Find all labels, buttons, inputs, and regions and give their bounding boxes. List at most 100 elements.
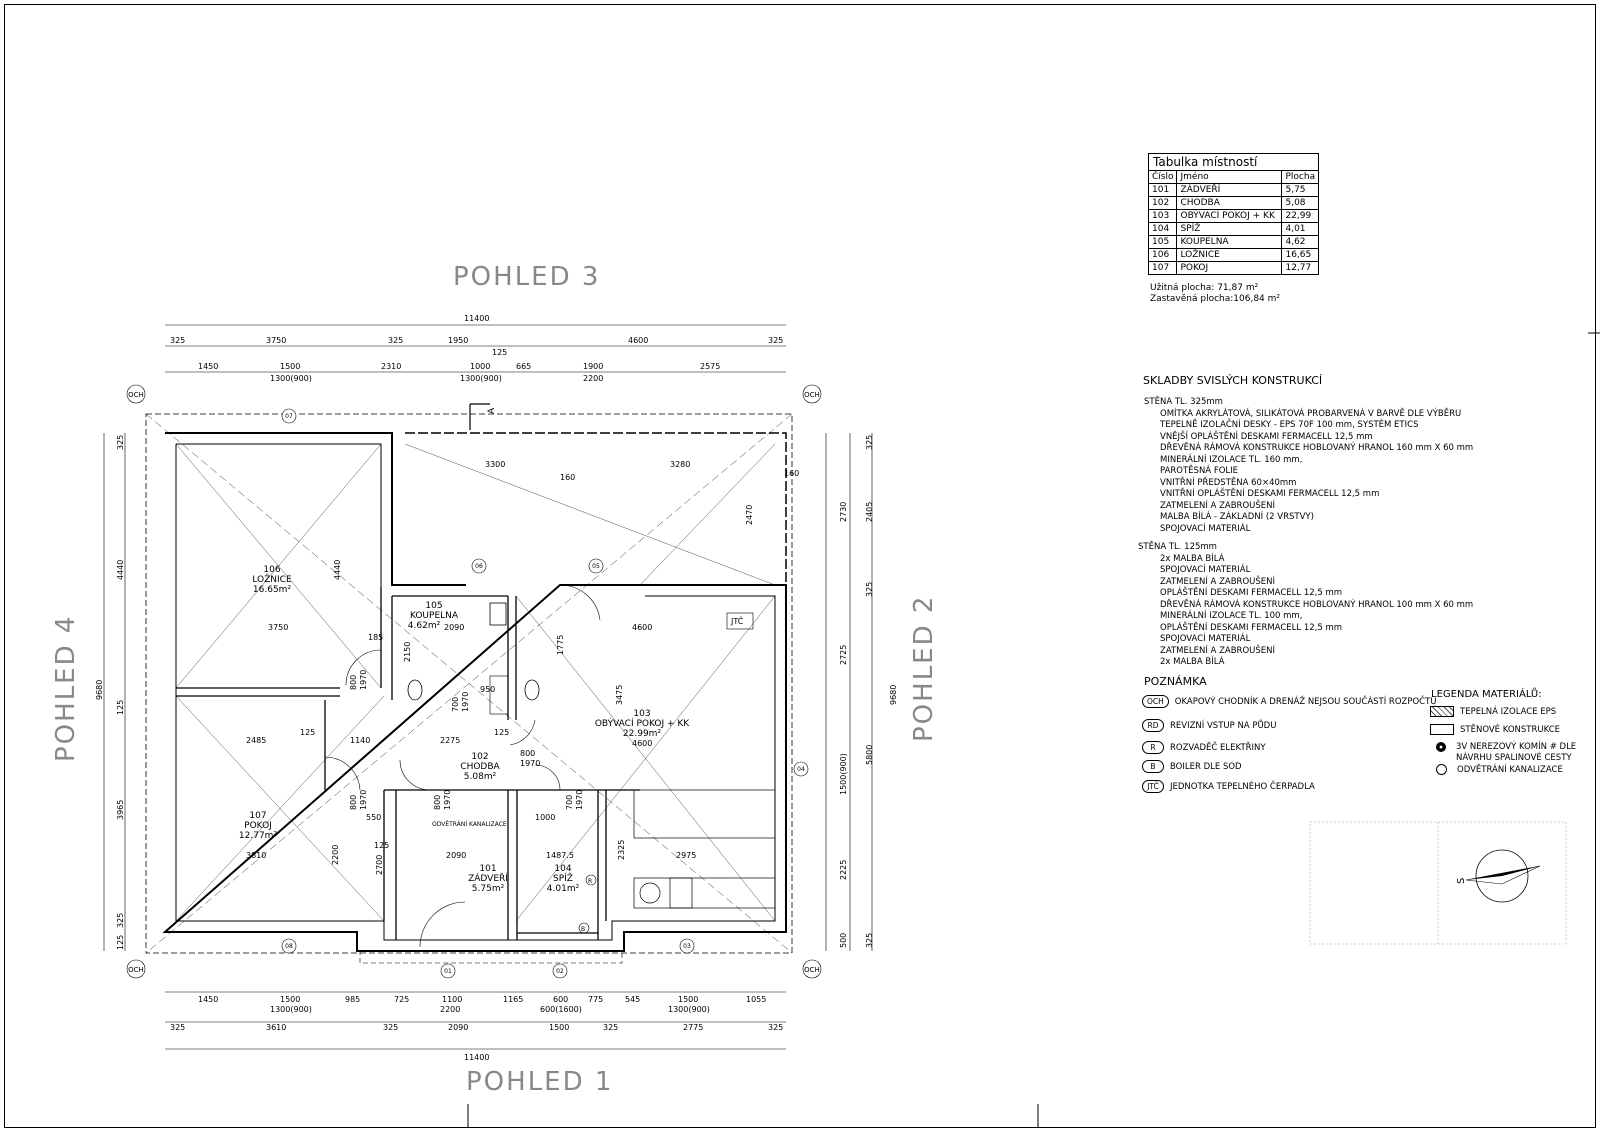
window-axis-labels: 07 06 05 04 03 02 01 08 <box>281 408 809 979</box>
note-text: ROZVADĚČ ELEKTŘINY <box>1170 742 1266 753</box>
wall1-layer: OMÍTKA AKRYLÁTOVÁ, SILIKÁTOVÁ PROBARVENÁ… <box>1160 408 1462 419</box>
dim-bottom-r2-5: 1500 <box>549 1023 569 1032</box>
dim-inner-13: 1775 <box>556 635 565 655</box>
door-dim-5b: 1970 <box>520 759 540 768</box>
door-dim-6: 700 <box>565 795 574 810</box>
wall2-title: STĚNA TL. 125mm <box>1138 542 1217 552</box>
section-mark-a: A <box>487 407 497 414</box>
dim-inner-23: 125 <box>374 841 389 850</box>
dim-inner-14: 4600 <box>632 739 652 748</box>
chimney-icon <box>1436 742 1446 752</box>
dim-inner-12: 3475 <box>615 685 624 705</box>
svg-text:S: S <box>1456 878 1467 884</box>
room-102-area: 5.08m² <box>464 772 497 782</box>
exterior-walls <box>162 432 787 952</box>
dimension-texts: 11400 325 3750 325 1950 125 4600 325 145… <box>95 314 898 1062</box>
dim-left-3: 125 <box>116 700 125 715</box>
table-cell: 16,65 <box>1281 248 1320 262</box>
table-cell: 5,08 <box>1281 196 1320 210</box>
room-diagonals <box>175 443 776 922</box>
note-text: BOILER DLE SOD <box>1170 761 1242 772</box>
door-dim-1b: 1970 <box>359 670 368 690</box>
table-cell: 102 <box>1147 196 1178 210</box>
toilet-icon <box>407 679 423 701</box>
wall2-layer: ZATMELENÍ A ZABROUŠENÍ <box>1160 645 1275 656</box>
wall1-layer: ZATMELENÍ A ZABROUŠENÍ <box>1160 500 1275 511</box>
wall2-layer: OPLÁŠTĚNÍ DESKAMI FERMACELL 12,5 mm <box>1160 622 1343 633</box>
vent-icon <box>1436 764 1447 775</box>
dim-bottom-r2-7: 2775 <box>683 1023 703 1032</box>
hob-icon <box>639 882 661 904</box>
note-symbol: RD <box>1142 719 1164 732</box>
dim-bottom-2: 1500 <box>280 995 300 1004</box>
table-cell: 4,62 <box>1281 235 1320 249</box>
dim-inner-6: 4440 <box>333 560 342 580</box>
door-dim-6b: 1970 <box>575 790 584 810</box>
door-dim-2: 800 <box>349 795 358 810</box>
room-101-name: ZÁDVEŘÍ <box>468 872 508 884</box>
dim-inner-2: 3280 <box>670 460 690 469</box>
dim-left-1: 325 <box>116 435 125 450</box>
dim-inner-26: 1000 <box>535 813 555 822</box>
legend-text: STĚNOVÉ KONSTRUKCE <box>1460 724 1561 735</box>
dim-inner-22: 3810 <box>246 851 266 860</box>
dim-right-7: 5800 <box>865 745 874 765</box>
dim-left-total: 9680 <box>95 680 104 700</box>
dim-bottom-6: 1165 <box>503 995 523 1004</box>
wall1-layer: PAROTĚSNÁ FOLIE <box>1160 466 1239 476</box>
note-symbol: R <box>1142 741 1164 754</box>
note-text: REVIZNÍ VSTUP NA PŮDU <box>1170 720 1277 731</box>
legend-item: TEPELNÁ IZOLACE EPS <box>1430 706 1556 717</box>
vent-label: ODVĚTRÁNÍ KANALIZACE <box>432 820 507 828</box>
toilet-icon-2 <box>524 679 540 701</box>
table-cell: 107 <box>1147 261 1178 275</box>
usable-area: Užitná plocha: 71,87 m² <box>1150 283 1259 293</box>
axis-label-03: 03 <box>683 943 691 950</box>
note-text: OKAPOVÝ CHODNÍK A DRENÁŽ NEJSOU SOUČÁSTÍ… <box>1174 696 1437 707</box>
site-block <box>1309 821 1567 945</box>
dim-bottom-sub-4: 1300(900) <box>668 1005 710 1014</box>
table-cell: 5,75 <box>1281 183 1320 197</box>
dim-bottom-total: 11400 <box>464 1053 489 1062</box>
wall1-layer: MALBA BÍLÁ - ZÁKLADNÍ (2 VRSTVY) <box>1160 512 1314 522</box>
dim-inner-4: 160 <box>784 469 799 478</box>
door-swings <box>324 584 601 948</box>
wall1-title: STĚNA TL. 325mm <box>1144 397 1223 407</box>
wall1-layer: VNITŘNÍ OPLÁŠTĚNÍ DESKAMI FERMACELL 12,5… <box>1160 489 1380 499</box>
door-dim-1: 800 <box>349 675 358 690</box>
dim-bottom-r2-2: 3610 <box>266 1023 286 1032</box>
table-cell: 101 <box>1147 183 1178 197</box>
dim-top-r2-2: 1500 <box>280 362 300 371</box>
room-103-area: 22.99m² <box>623 729 662 739</box>
dim-bottom-11: 1055 <box>746 995 766 1004</box>
room-104-num: 104 <box>554 864 571 874</box>
note-symbol: OCH <box>1142 695 1169 708</box>
room-103-num: 103 <box>633 709 650 719</box>
view-label-left: POHLED 4 <box>51 615 81 762</box>
dim-inner-20: 950 <box>480 685 495 694</box>
door-dim-3: 700 <box>451 697 460 712</box>
table-cell: 104 <box>1147 222 1178 236</box>
room-106-name: LOŽNICE <box>252 573 292 585</box>
table-cell: SPÍŽ <box>1176 222 1283 236</box>
table-cell: 4,01 <box>1281 222 1320 236</box>
axis-label-06: 06 <box>475 563 483 570</box>
axis-label-02: 02 <box>556 968 564 975</box>
dim-right-2: 2730 <box>839 502 848 522</box>
wall2-layer: DŘEVĚNÁ RÁMOVÁ KONSTRUKCE HOBLOVANÝ HRAN… <box>1160 599 1474 610</box>
table-cell: 103 <box>1147 209 1178 223</box>
och-marker-1: OCH <box>128 391 144 399</box>
dim-inner-3: 160 <box>560 473 575 482</box>
entrance-step <box>359 950 623 964</box>
room-101-num: 101 <box>479 864 496 874</box>
wall2-layer: 2x MALBA BÍLÁ <box>1160 657 1225 667</box>
room-labels: 106 LOŽNICE 16.65m² 105 KOUPELNA 4.62m² … <box>239 565 690 894</box>
note-text: JEDNOTKA TEPELNÉHO ČERPADLA <box>1170 781 1315 792</box>
room-104-name: SPÍŽ <box>553 872 573 884</box>
axis-label-07: 07 <box>285 413 293 420</box>
legend-text: ODVĚTRÁNÍ KANALIZACE <box>1457 764 1563 775</box>
och-markers: OCH OCH OCH OCH <box>126 384 822 979</box>
